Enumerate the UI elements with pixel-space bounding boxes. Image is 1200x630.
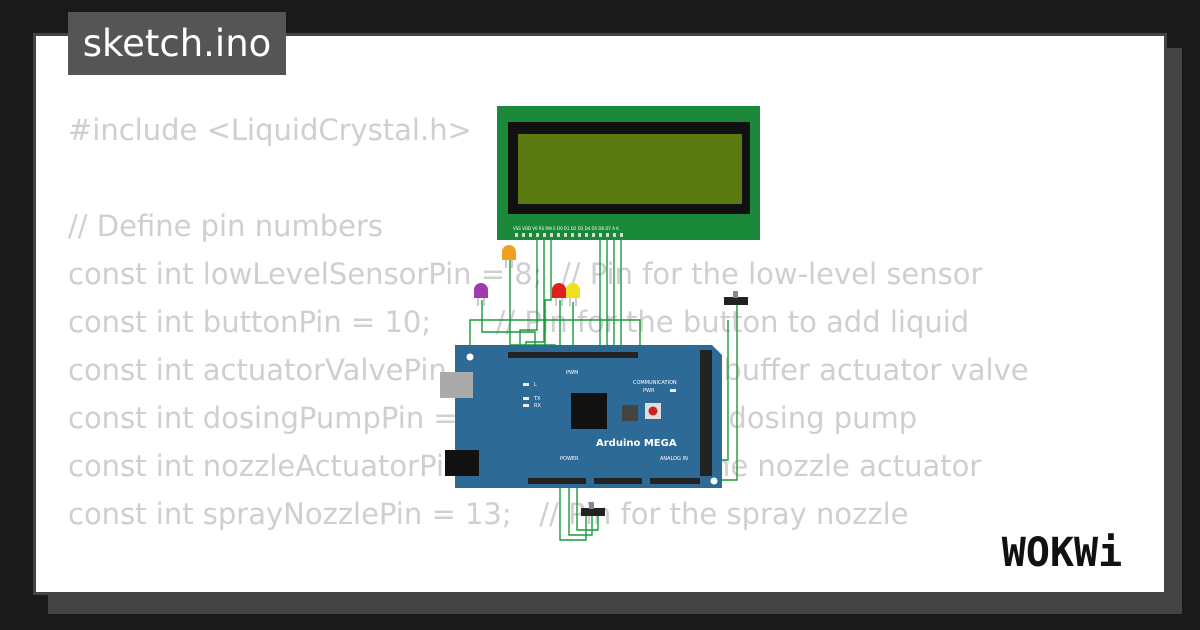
arduino-mega-board[interactable]: PWM COMMUNICATION L TX RX PWR Arduino ME… [440, 345, 722, 488]
code-line: const int sprayNozzlePin = 13; // Pin fo… [68, 497, 909, 531]
digital-header [508, 352, 638, 358]
code-line: // Variables [68, 586, 1029, 592]
lcd-display[interactable]: VSS VDD V0 RS RW E D0 D1 D2 D3 D4 D5 D6 … [497, 106, 760, 240]
led-rx-label: RX [534, 403, 541, 409]
power-header [528, 478, 586, 484]
led-orange[interactable] [502, 245, 516, 268]
led-red[interactable] [552, 283, 566, 306]
analog-header-a [594, 478, 642, 484]
code-line: const int lowLevelSensorPin = 8; // Pin … [68, 257, 983, 291]
circuit-diagram: VSS VDD V0 RS RW E D0 D1 D2 D3 D4 D5 D6 … [440, 106, 760, 541]
power-jack [445, 450, 479, 476]
code-line: #include <LiquidCrystal.h> [68, 113, 472, 147]
wokwi-logo-text: WOKWi [1002, 530, 1122, 576]
code-line: // Define pin numbers [68, 209, 383, 243]
analog-label: ANALOG IN [660, 456, 688, 462]
board-name: Arduino MEGA [596, 438, 677, 449]
wokwi-logo: WOKWi [1002, 530, 1122, 576]
led-tx-label: TX [533, 396, 541, 402]
analog-header-b [650, 478, 700, 484]
pwr-label: PWR [643, 388, 655, 394]
lcd-pin-labels: VSS VDD V0 RS RW E D0 D1 D2 D3 D4 D5 D6 … [513, 226, 619, 231]
communication-label: COMMUNICATION [633, 380, 677, 386]
pwm-label: PWM [566, 370, 578, 376]
microcontroller-chip [571, 393, 607, 429]
file-tab[interactable]: sketch.ino [68, 12, 286, 75]
side-header [700, 350, 712, 476]
usb-port [440, 372, 473, 398]
slide-switch-top[interactable] [724, 291, 748, 305]
icsp-header [622, 405, 638, 421]
led-yellow[interactable] [566, 283, 580, 306]
led-purple[interactable] [474, 283, 488, 306]
power-label: POWER [560, 456, 579, 462]
slide-switch-bottom[interactable] [581, 502, 605, 516]
led-l-label: L [534, 382, 537, 388]
